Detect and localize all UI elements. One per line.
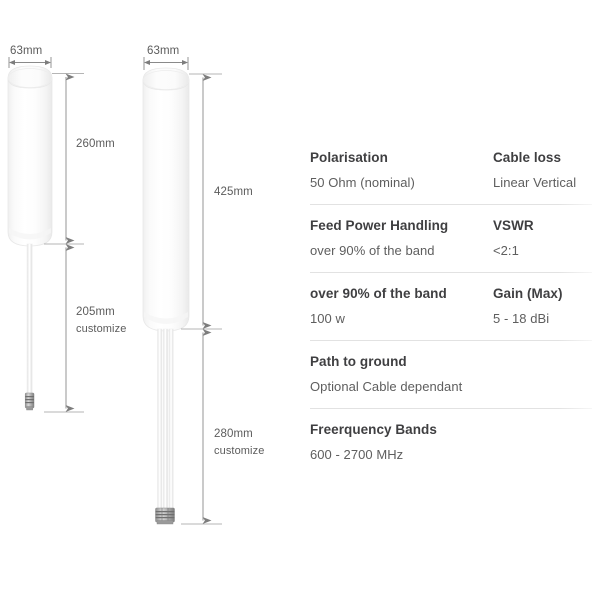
antenna-2-connector xyxy=(155,507,175,525)
antenna-1-width-dimension xyxy=(8,57,52,68)
spec-key: Path to ground xyxy=(310,354,407,369)
antenna-1-cable-length-note: customize xyxy=(76,323,127,335)
spec-key: over 90% of the band xyxy=(310,286,447,301)
spec-cell-feed-power-handling: Feed Power Handling over 90% of the band xyxy=(308,215,493,262)
antenna-1-body-length-label: 260mm xyxy=(76,138,115,150)
spec-row-2: Feed Power Handling over 90% of the band… xyxy=(308,204,600,272)
antenna-2-body-length-label: 425mm xyxy=(214,186,253,198)
spec-row-4: Path to ground Optional Cable dependant xyxy=(308,340,600,408)
antenna-2-height-dimensions xyxy=(181,73,222,525)
spec-cell-cable-loss: Cable loss Linear Vertical xyxy=(493,147,598,194)
antenna-2-width-dimension xyxy=(143,57,189,70)
spec-value: 50 Ohm (nominal) xyxy=(310,175,415,190)
spec-cell-frequency-bands: Freerquency Bands 600 - 2700 MHz xyxy=(308,419,493,466)
antenna-1-width-label: 63mm xyxy=(10,45,43,57)
spec-value: <2:1 xyxy=(493,243,519,258)
spec-value: Linear Vertical xyxy=(493,175,577,190)
spec-key: Polarisation xyxy=(310,150,388,165)
antenna-1-cable xyxy=(26,243,33,395)
antenna-1-body xyxy=(7,65,53,247)
spec-value: over 90% of the band xyxy=(310,243,435,258)
antenna-2-cables xyxy=(157,328,174,520)
antenna-1-height-dimensions xyxy=(44,73,84,413)
spec-key: Freerquency Bands xyxy=(310,422,437,437)
antenna-2-cable-length-note: customize xyxy=(214,445,265,457)
spec-cell-path-to-ground: Path to ground Optional Cable dependant xyxy=(308,351,493,398)
spec-value: 100 w xyxy=(310,311,345,326)
antenna-1-connector xyxy=(24,392,35,411)
spec-cell-polarisation: Polarisation 50 Ohm (nominal) xyxy=(308,147,493,194)
spec-row-5: Freerquency Bands 600 - 2700 MHz xyxy=(308,408,600,476)
spec-cell-vswr: VSWR <2:1 xyxy=(493,215,598,262)
spec-value: 600 - 2700 MHz xyxy=(310,447,404,462)
antenna-diagram: 63mm 260mm 205mm customize 63mm 425mm 28… xyxy=(7,45,265,525)
spec-value: Optional Cable dependant xyxy=(310,379,463,394)
antenna-2-body xyxy=(142,67,190,332)
antenna-1-cable-length-label: 205mm xyxy=(76,306,115,318)
specification-table: Polarisation 50 Ohm (nominal) Cable loss… xyxy=(308,136,600,476)
spec-key: Feed Power Handling xyxy=(310,218,449,233)
antenna-diagram-svg xyxy=(7,57,222,525)
spec-row-3: over 90% of the band 100 w Gain (Max) 5 … xyxy=(308,272,600,340)
spec-cell-band-coverage: over 90% of the band 100 w xyxy=(308,283,493,330)
spec-key: Cable loss xyxy=(493,150,562,165)
spec-key: VSWR xyxy=(493,218,534,233)
antenna-2-cable-length-label: 280mm xyxy=(214,428,253,440)
antenna-2-width-label: 63mm xyxy=(147,45,180,57)
spec-value: 5 - 18 dBi xyxy=(493,311,550,326)
spec-row-1: Polarisation 50 Ohm (nominal) Cable loss… xyxy=(308,136,600,204)
spec-key: Gain (Max) xyxy=(493,286,563,301)
spec-cell-gain-max: Gain (Max) 5 - 18 dBi xyxy=(493,283,598,330)
